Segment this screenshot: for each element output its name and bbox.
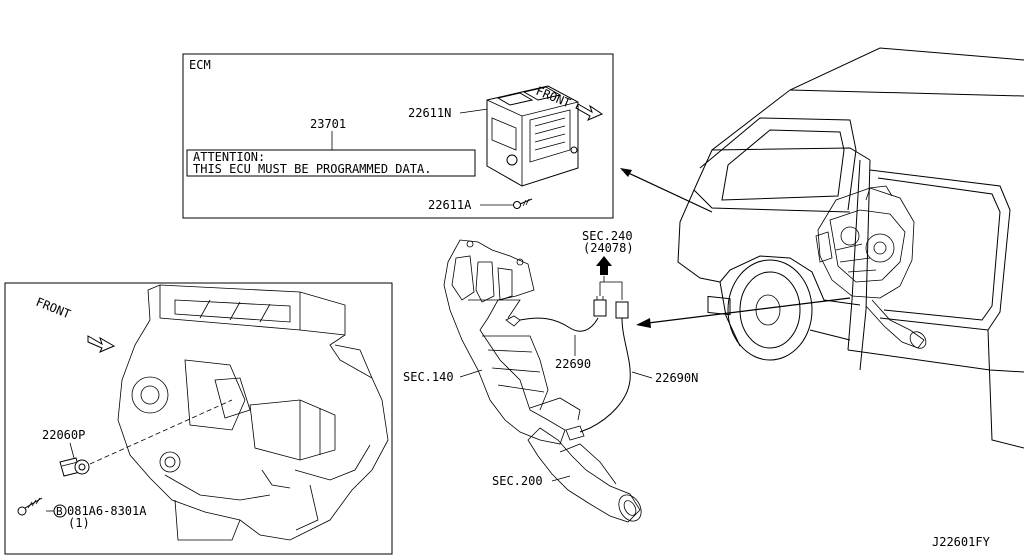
ecm-front-arrow-icon	[575, 103, 604, 121]
sensor-mount-dashline	[89, 399, 233, 465]
bolt-circle-letter: B	[56, 505, 63, 518]
leader-22060P	[69, 442, 75, 459]
van-illustration	[677, 47, 1024, 449]
bolt-part-code: 081A6-8301A	[67, 504, 147, 518]
leader-22690N	[631, 371, 653, 379]
part-number-23701: 23701	[310, 117, 346, 131]
ecm-inset: ECM 23701 ATTENTION: THIS ECU MUST BE PR…	[182, 53, 614, 219]
sec-240-bracket	[599, 276, 623, 300]
part-number-22060P: 22060P	[42, 428, 85, 442]
engine-inset: FRONT 22060P	[4, 282, 393, 555]
exhaust-pointer-line	[639, 297, 851, 325]
sec-200-label: SEC.200	[492, 474, 543, 488]
sensor-bolt-illustration	[17, 497, 43, 516]
sec-240-sub-label: (24078)	[583, 241, 634, 255]
bolt-circle-marker	[53, 504, 67, 518]
connector-22690	[593, 299, 607, 317]
bolt-quantity: (1)	[68, 516, 90, 530]
knock-sensor-illustration	[59, 457, 90, 477]
engine-inset-frame	[4, 282, 393, 555]
sec-240-up-arrow-icon	[596, 256, 612, 275]
engine-block-illustration	[117, 284, 389, 541]
part-number-22611N: 22611N	[408, 106, 451, 120]
attention-line-1: ATTENTION:	[193, 150, 265, 164]
sec-140-label: SEC.140	[403, 370, 454, 384]
o2-sensor-22690-illustration	[505, 296, 607, 332]
part-number-22690N: 22690N	[655, 371, 698, 385]
ecm-title: ECM	[189, 58, 211, 72]
leader-22611N	[459, 108, 489, 114]
sec-240-label: SEC.240	[582, 229, 633, 243]
van-engine-bay	[815, 185, 927, 349]
engine-front-label: FRONT	[34, 295, 73, 322]
o2-sensor-22690N-illustration	[565, 301, 631, 441]
connector-22690N	[615, 301, 629, 319]
exhaust-pointer-arrowhead-icon	[636, 318, 651, 328]
ecm-pointer-arrowhead-icon	[620, 168, 632, 177]
figure-id: J22601FY	[932, 535, 991, 549]
bolt-22611A-illustration	[513, 198, 533, 209]
exhaust-assembly-illustration	[443, 239, 642, 523]
part-number-22690: 22690	[555, 357, 591, 371]
ecm-pointer-line	[621, 169, 713, 213]
ecm-inset-frame	[182, 53, 614, 219]
attention-line-2: THIS ECU MUST BE PROGRAMMED DATA.	[193, 162, 431, 176]
leader-sec-200	[551, 475, 571, 482]
attention-box	[186, 149, 476, 177]
engine-front-arrow-icon	[87, 335, 116, 353]
part-number-22611A: 22611A	[428, 198, 472, 212]
leader-sec-140	[459, 369, 483, 378]
ecm-unit-illustration	[486, 85, 579, 187]
